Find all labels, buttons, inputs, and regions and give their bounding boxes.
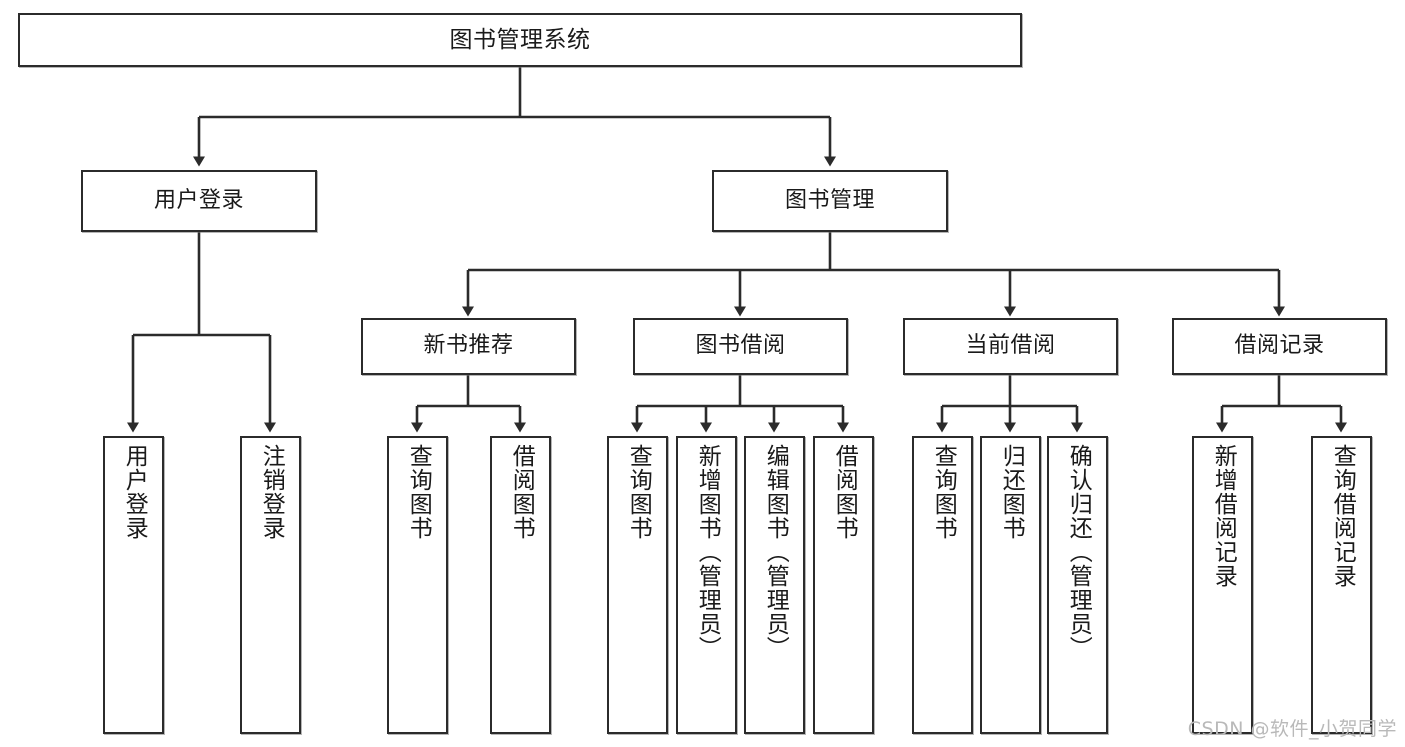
node-leaf-query-book-borrow[interactable]: 查询图书 xyxy=(607,436,668,734)
node-label: 新书推荐 xyxy=(423,333,514,359)
node-label: 图书管理 xyxy=(784,187,875,213)
node-leaf-query-book-recommend[interactable]: 查询图书 xyxy=(387,436,448,734)
watermark-text: CSDN @软件_小贺同学 xyxy=(1187,718,1397,740)
node-leaf-add-book-admin[interactable]: 新增图书（管理员） xyxy=(676,436,737,734)
node-label: 查询图书 xyxy=(625,444,652,540)
node-label: 查询图书 xyxy=(405,444,432,540)
node-leaf-borrow-book-recommend[interactable]: 借阅图书 xyxy=(490,436,551,734)
node-label: 用户登录 xyxy=(121,444,148,540)
node-current-borrow[interactable]: 当前借阅 xyxy=(903,318,1118,375)
node-book-management[interactable]: 图书管理 xyxy=(712,170,948,232)
node-leaf-borrow-book[interactable]: 借阅图书 xyxy=(813,436,874,734)
node-label: 用户登录 xyxy=(153,187,244,213)
node-label: 借阅记录 xyxy=(1234,333,1325,359)
node-leaf-add-borrow-record[interactable]: 新增借阅记录 xyxy=(1192,436,1253,734)
node-label: 借阅图书 xyxy=(508,444,535,540)
node-label: 查询借阅记录 xyxy=(1329,444,1356,588)
node-label: 图书管理系统 xyxy=(449,26,591,53)
node-label: 编辑图书（管理员） xyxy=(762,444,789,660)
node-label: 注销登录 xyxy=(258,444,285,540)
node-new-book-recommend[interactable]: 新书推荐 xyxy=(361,318,576,375)
node-borrow-record[interactable]: 借阅记录 xyxy=(1172,318,1387,375)
node-leaf-user-login[interactable]: 用户登录 xyxy=(103,436,164,734)
node-leaf-return-book[interactable]: 归还图书 xyxy=(980,436,1041,734)
node-leaf-edit-book-admin[interactable]: 编辑图书（管理员） xyxy=(744,436,805,734)
node-user-login[interactable]: 用户登录 xyxy=(81,170,317,232)
node-leaf-confirm-return-admin[interactable]: 确认归还（管理员） xyxy=(1047,436,1108,734)
node-label: 确认归还（管理员） xyxy=(1065,444,1092,660)
node-leaf-query-book-current[interactable]: 查询图书 xyxy=(912,436,973,734)
node-leaf-logout[interactable]: 注销登录 xyxy=(240,436,301,734)
node-leaf-query-borrow-record[interactable]: 查询借阅记录 xyxy=(1311,436,1372,734)
node-root-book-management-system[interactable]: 图书管理系统 xyxy=(18,13,1022,67)
node-label: 借阅图书 xyxy=(831,444,858,540)
node-label: 查询图书 xyxy=(930,444,957,540)
node-label: 图书借阅 xyxy=(695,333,786,359)
node-label: 新增图书（管理员） xyxy=(694,444,721,660)
node-label: 新增借阅记录 xyxy=(1210,444,1237,588)
node-label: 归还图书 xyxy=(998,444,1025,540)
node-book-borrow[interactable]: 图书借阅 xyxy=(633,318,848,375)
node-label: 当前借阅 xyxy=(965,333,1056,359)
